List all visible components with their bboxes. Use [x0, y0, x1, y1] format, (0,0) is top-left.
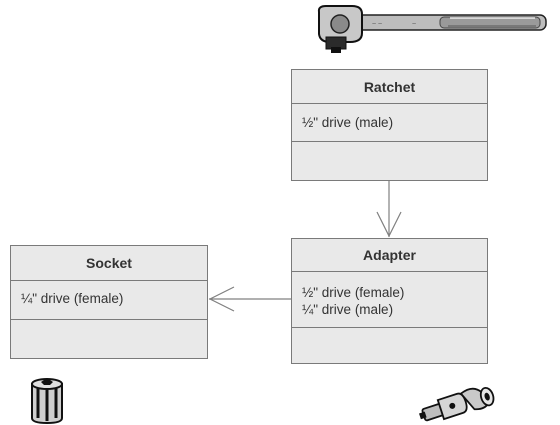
- ratchet-class-box[interactable]: Ratchet ½" drive (male): [291, 69, 488, 181]
- ratchet-wrench-icon: ~ ~ ~: [317, 5, 547, 53]
- ratchet-attribute: ½" drive (male): [302, 115, 394, 130]
- socket-attributes: ¼" drive (female): [11, 281, 207, 320]
- universal-joint-adapter-icon: [419, 386, 495, 422]
- ratchet-to-adapter-arrow[interactable]: [376, 181, 402, 238]
- adapter-class-box[interactable]: Adapter ½" drive (female) ¼" drive (male…: [291, 238, 488, 364]
- svg-text:~: ~: [412, 21, 416, 28]
- ratchet-attributes: ½" drive (male): [292, 104, 487, 142]
- adapter-attributes: ½" drive (female) ¼" drive (male): [292, 272, 487, 328]
- socket-class-name: Socket: [11, 246, 207, 281]
- socket-icon: [31, 378, 63, 425]
- socket-class-box[interactable]: Socket ¼" drive (female): [10, 245, 208, 359]
- ratchet-class-name: Ratchet: [292, 70, 487, 104]
- ratchet-operations: [292, 142, 487, 180]
- svg-text:~ ~: ~ ~: [372, 21, 382, 28]
- adapter-to-socket-arrow[interactable]: [208, 286, 291, 312]
- socket-operations: [11, 320, 207, 358]
- adapter-attribute: ¼" drive (male): [302, 302, 394, 317]
- adapter-class-name: Adapter: [292, 239, 487, 272]
- socket-attribute: ¼" drive (female): [21, 291, 124, 306]
- adapter-attribute: ½" drive (female): [302, 285, 405, 300]
- adapter-operations: [292, 328, 487, 363]
